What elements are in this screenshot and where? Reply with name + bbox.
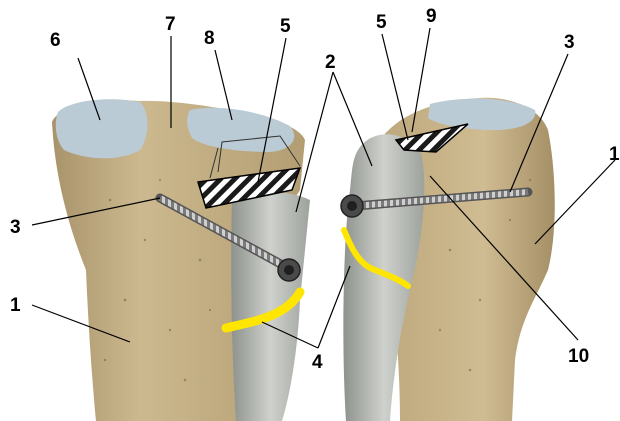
label-4: 4 <box>312 352 323 373</box>
label-3-right: 3 <box>564 32 575 53</box>
label-1-right: 1 <box>609 144 620 165</box>
label-2: 2 <box>325 52 336 73</box>
label-5-left: 5 <box>280 16 291 37</box>
left-fibula <box>231 192 310 421</box>
label-9: 9 <box>426 6 437 27</box>
medial-plateau-cartilage <box>56 99 148 158</box>
label-5-right: 5 <box>376 12 387 33</box>
label-7: 7 <box>165 14 176 35</box>
label-10: 10 <box>568 346 589 367</box>
label-1-left: 1 <box>10 295 21 316</box>
label-3-left: 3 <box>10 217 21 238</box>
label-6: 6 <box>50 30 61 51</box>
label-8: 8 <box>204 28 215 49</box>
